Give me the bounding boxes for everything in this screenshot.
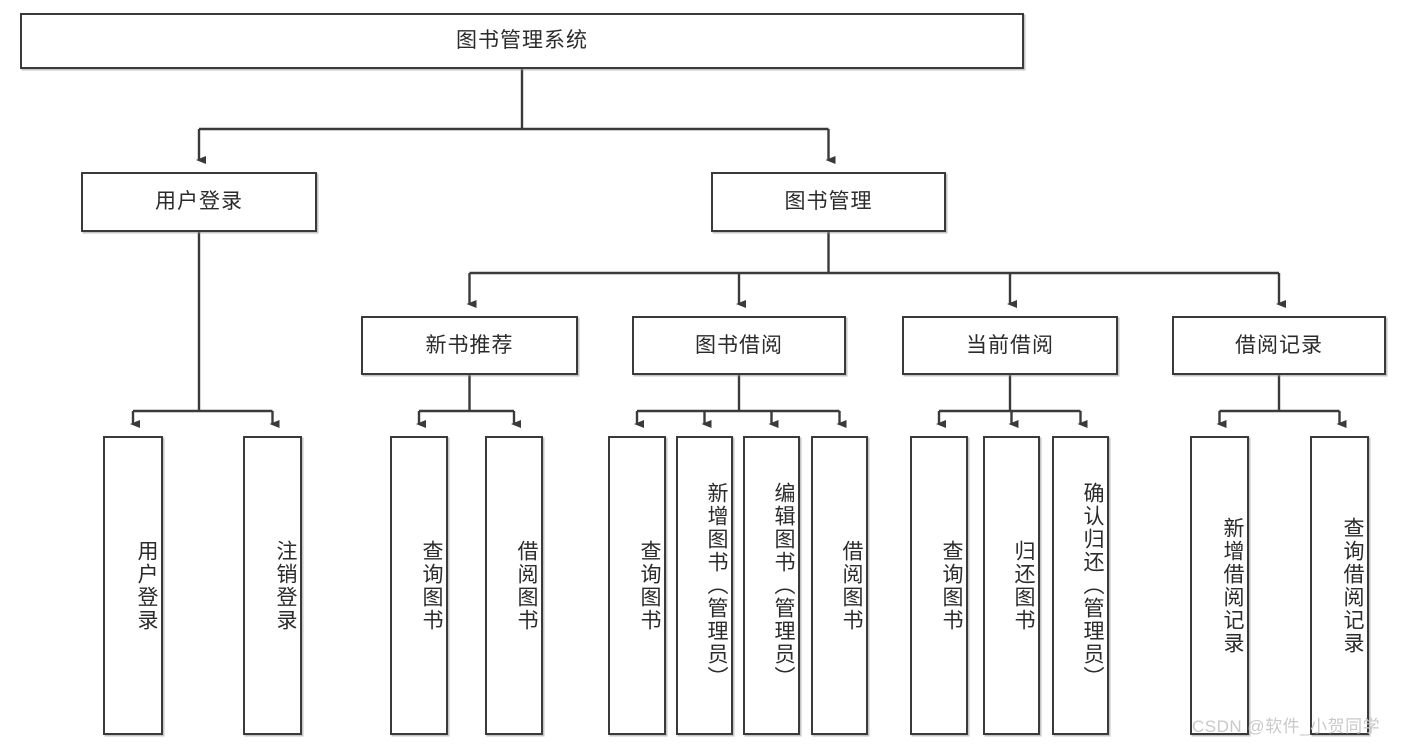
node-label: 归还图书 <box>1012 539 1035 632</box>
node-label: 新增图书（管理员） <box>705 482 728 689</box>
node-leaf-11[interactable]: 新增借阅记录 <box>1190 436 1249 735</box>
node-leaf-10[interactable]: 确认归还（管理员） <box>1052 436 1109 735</box>
node-label: 图书管理 <box>784 190 873 214</box>
node-leaf-3[interactable]: 借阅图书 <box>485 436 543 735</box>
node-level2-1[interactable]: 图书管理 <box>711 172 946 232</box>
node-leaf-12[interactable]: 查询借阅记录 <box>1310 436 1369 735</box>
node-label: 借阅图书 <box>515 539 538 632</box>
node-leaf-1[interactable]: 注销登录 <box>243 436 302 735</box>
node-label: 编辑图书（管理员） <box>772 482 795 689</box>
node-label: 查询借阅记录 <box>1341 516 1364 655</box>
node-label: 图书管理系统 <box>456 29 588 53</box>
node-level3-3[interactable]: 借阅记录 <box>1172 316 1386 375</box>
node-label: 确认归还（管理员） <box>1081 482 1104 689</box>
node-label: 当前借阅 <box>966 333 1054 357</box>
node-root-图书管理系统[interactable]: 图书管理系统 <box>20 13 1024 69</box>
node-leaf-9[interactable]: 归还图书 <box>983 436 1040 735</box>
node-label: 查询图书 <box>638 539 661 632</box>
node-leaf-4[interactable]: 查询图书 <box>608 436 666 735</box>
node-leaf-6[interactable]: 编辑图书（管理员） <box>743 436 800 735</box>
node-level3-1[interactable]: 图书借阅 <box>632 316 846 375</box>
node-label: 用户登录 <box>135 539 158 632</box>
node-leaf-8[interactable]: 查询图书 <box>910 436 968 735</box>
node-leaf-5[interactable]: 新增图书（管理员） <box>676 436 733 735</box>
node-label: 图书借阅 <box>695 333 783 357</box>
node-label: 查询图书 <box>940 539 963 632</box>
node-level2-0[interactable]: 用户登录 <box>81 172 317 232</box>
node-label: 用户登录 <box>155 190 243 214</box>
node-level3-0[interactable]: 新书推荐 <box>361 316 578 375</box>
node-label: 查询图书 <box>420 539 443 632</box>
node-label: 新增借阅记录 <box>1221 516 1244 655</box>
node-label: 借阅图书 <box>840 539 863 632</box>
csdn-watermark: CSDN @软件_小贺同学 <box>1192 717 1381 736</box>
node-leaf-2[interactable]: 查询图书 <box>390 436 448 735</box>
node-level3-2[interactable]: 当前借阅 <box>902 316 1118 375</box>
node-leaf-7[interactable]: 借阅图书 <box>811 436 868 735</box>
node-label: 注销登录 <box>274 539 297 632</box>
node-leaf-0[interactable]: 用户登录 <box>103 436 163 735</box>
node-label: 新书推荐 <box>425 333 514 357</box>
node-label: 借阅记录 <box>1235 333 1323 357</box>
